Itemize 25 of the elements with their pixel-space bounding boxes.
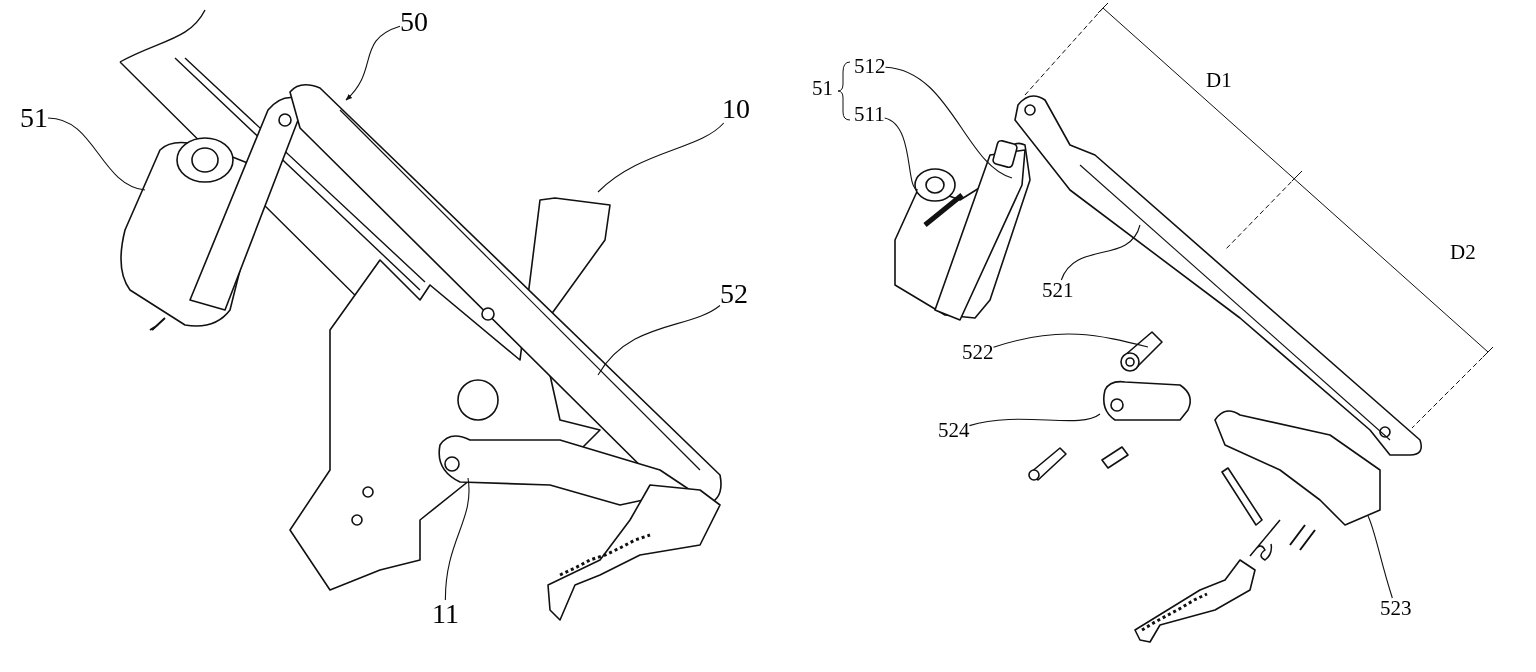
leader-line [968, 413, 1101, 427]
leader-line [597, 304, 721, 376]
callout-number: 522 [962, 342, 994, 363]
callout-number: 51 [20, 104, 48, 132]
leader-line [47, 117, 146, 191]
callout-number: 52 [720, 280, 748, 308]
leader-line [597, 122, 725, 193]
dimension-label: D2 [1450, 242, 1476, 263]
callout-number: 521 [1042, 280, 1074, 301]
leader-line [992, 333, 1149, 348]
leader-line [444, 477, 470, 601]
callout-number: 51 [812, 78, 833, 99]
callout-number: 50 [400, 8, 428, 36]
callout-number: 10 [722, 95, 750, 123]
callout-number: 512 [854, 56, 886, 77]
leader-line [1060, 224, 1141, 281]
leader-line [884, 66, 1013, 179]
leader-line [345, 25, 401, 101]
callout-number: 524 [938, 420, 970, 441]
dimension-label: D1 [1206, 70, 1232, 91]
leader-line [1367, 515, 1393, 599]
callout-number: 11 [432, 600, 459, 628]
callout-number: 511 [854, 104, 885, 125]
leader-line [884, 117, 919, 191]
callout-number: 523 [1380, 598, 1412, 619]
